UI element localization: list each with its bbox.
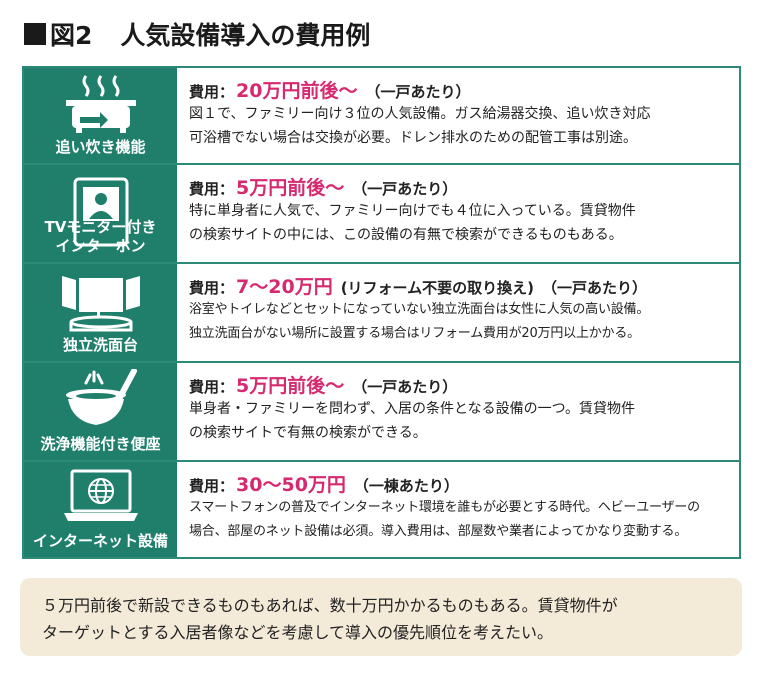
summary-box: ５万円前後で新設できるものもあれば、数十万円かかるものもある。賃貸物件が ターゲ… xyxy=(20,578,742,656)
cost-extra: (リフォーム不要の取り換え) xyxy=(340,279,534,297)
cost-value: 5万円前後〜 xyxy=(236,375,345,397)
table-row: TVモニター付き インターホン 費用： 5万円前後〜 （一戸あたり） 特に単身者… xyxy=(24,165,739,262)
feature-label: インターネット設備 xyxy=(32,532,168,550)
detail-cell: 費用： 20万円前後〜 （一戸あたり） 図１で、ファミリー向け３位の人気設備。ガ… xyxy=(177,68,739,163)
description-line: の検索サイトで有無の検索ができる。 xyxy=(189,425,427,441)
laptop-globe-icon xyxy=(24,468,177,527)
table-row: 追い炊き機能 費用： 20万円前後〜 （一戸あたり） 図１で、ファミリー向け３位… xyxy=(24,68,739,163)
detail-cell: 費用： 30〜50万円 （一棟あたり） スマートフォンの普及でインターネット環境… xyxy=(177,462,739,557)
vanity-mirror-icon xyxy=(24,270,177,331)
description-line: 図１で、ファミリー向け３位の人気設備。ガス給湯器交換、追い炊き対応 xyxy=(189,106,651,122)
feature-cell: TVモニター付き インターホン xyxy=(24,165,177,262)
cost-table: 追い炊き機能 費用： 20万円前後〜 （一戸あたり） 図１で、ファミリー向け３位… xyxy=(22,66,741,559)
cost-value: 30〜50万円 xyxy=(236,474,346,496)
description-line: 単身者・ファミリーを問わず、入居の条件となる設備の一つ。賃貸物件 xyxy=(189,401,636,417)
cost-line: 費用： 5万円前後〜 （一戸あたり） xyxy=(189,173,729,199)
page-title: 図2 人気設備導入の費用例 xyxy=(24,14,370,54)
detail-cell: 費用： 5万円前後〜 （一戸あたり） 特に単身者に人気で、ファミリー向けでも４位… xyxy=(177,165,739,262)
table-row: 独立洗面台 費用： 7〜20万円 (リフォーム不要の取り換え) （一戸あたり） … xyxy=(24,264,739,361)
description-line: 特に単身者に人気で、ファミリー向けでも４位に入っている。賃貸物件 xyxy=(189,203,636,219)
square-bullet-icon xyxy=(24,23,46,45)
feature-label: 追い炊き機能 xyxy=(55,138,146,156)
description-line: スマートフォンの普及でインターネット環境を誰もが必要とする時代。ヘビーユーザーの xyxy=(189,500,700,515)
feature-label: 独立洗面台 xyxy=(62,336,138,354)
cost-value: 5万円前後〜 xyxy=(236,177,345,199)
description-line: 可浴槽でない場合は交換が必要。ドレン排水のための配管工事は別途。 xyxy=(189,130,637,146)
summary-line: ターゲットとする入居者像などを考慮して導入の優先順位を考えたい。 xyxy=(42,623,554,642)
feature-label: TVモニター付き インターホン xyxy=(44,218,157,255)
cost-line: 費用： 20万円前後〜 （一戸あたり） xyxy=(189,76,729,102)
feature-cell: 洗浄機能付き便座 xyxy=(24,363,177,460)
bathtub-icon xyxy=(24,74,177,133)
table-row: 洗浄機能付き便座 費用： 5万円前後〜 （一戸あたり） 単身者・ファミリーを問わ… xyxy=(24,363,739,460)
figure-number: 図2 xyxy=(50,21,93,50)
description-line: 浴室やトイレなどとセットになっていない独立洗面台は女性に人気の高い設備。 xyxy=(189,302,650,317)
cost-line: 費用： 30〜50万円 （一棟あたり） xyxy=(189,470,729,496)
cost-value: 20万円前後〜 xyxy=(236,80,358,102)
feature-cell: 追い炊き機能 xyxy=(24,68,177,163)
feature-label: 洗浄機能付き便座 xyxy=(40,435,161,453)
table-row: インターネット設備 費用： 30〜50万円 （一棟あたり） スマートフォンの普及… xyxy=(24,462,739,557)
description-line: の検索サイトの中には、この設備の有無で検索ができるものもある。 xyxy=(189,227,623,243)
description-line: 場合、部屋のネット設備は必須。導入費用は、部屋数や業者によってかなり変動する。 xyxy=(189,524,688,539)
feature-cell: インターネット設備 xyxy=(24,462,177,557)
washlet-toilet-icon xyxy=(24,368,177,430)
summary-line: ５万円前後で新設できるものもあれば、数十万円かかるものもある。賃貸物件が xyxy=(42,596,618,615)
figure-title: 人気設備導入の費用例 xyxy=(120,21,371,50)
description-line: 独立洗面台がない場所に設置する場合はリフォーム費用が20万円以上かかる。 xyxy=(189,326,640,341)
intercom-monitor-icon xyxy=(24,171,177,252)
cost-line: 費用： 5万円前後〜 （一戸あたり） xyxy=(189,371,729,397)
cost-line: 費用： 7〜20万円 (リフォーム不要の取り換え) （一戸あたり） xyxy=(189,272,729,298)
feature-cell: 独立洗面台 xyxy=(24,264,177,361)
detail-cell: 費用： 5万円前後〜 （一戸あたり） 単身者・ファミリーを問わず、入居の条件とな… xyxy=(177,363,739,460)
detail-cell: 費用： 7〜20万円 (リフォーム不要の取り換え) （一戸あたり） 浴室やトイレ… xyxy=(177,264,739,361)
cost-value: 7〜20万円 xyxy=(236,276,333,298)
